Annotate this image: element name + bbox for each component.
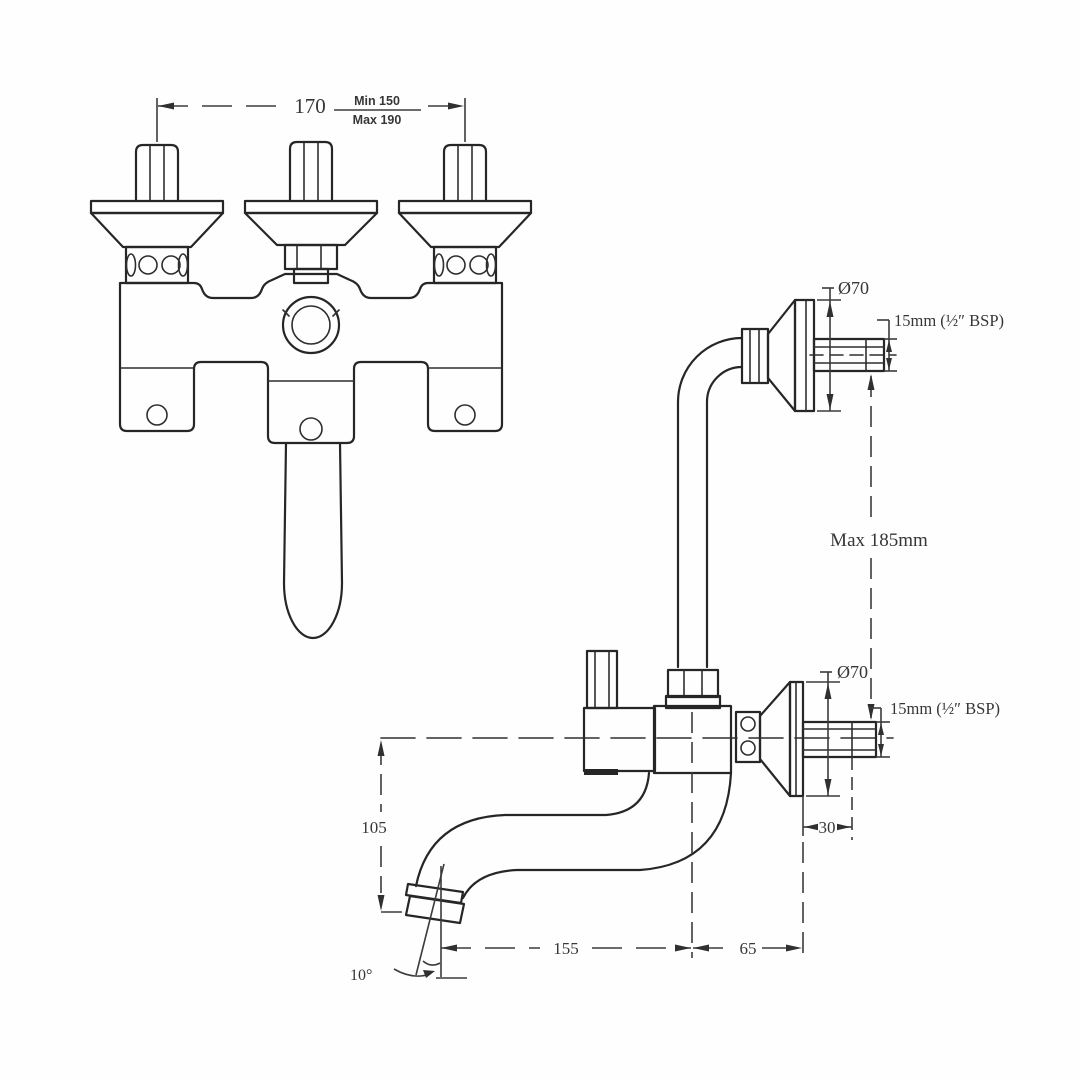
dim-handle-spacing-group: 170 Min 150 Max 190 xyxy=(156,94,466,142)
dim-top-flange-group: Ø70 xyxy=(817,278,869,412)
front-view: 170 Min 150 Max 190 xyxy=(89,94,533,640)
side-view xyxy=(380,298,897,925)
front-right-handle xyxy=(397,143,533,285)
bottom-inlet-flange xyxy=(758,680,878,798)
dim-wall-to-body: 65 xyxy=(740,939,757,958)
dim-handle-spacing: 170 xyxy=(294,94,326,118)
front-left-handle xyxy=(89,143,225,285)
dim-spout-drop-group: 105 xyxy=(361,740,402,913)
dimension-annotations: Ø70 15mm (½″ BSP) Max 185mm xyxy=(350,278,1004,984)
dim-spout-outlet-angle: 10° xyxy=(350,967,372,984)
top-inlet-flange xyxy=(740,298,897,413)
dim-handle-spacing-min: Min 150 xyxy=(354,94,400,108)
dim-spout-angle-group: 10° xyxy=(350,863,467,984)
dim-spout-reach: 155 xyxy=(553,939,579,958)
dim-handle-spacing-max: Max 190 xyxy=(353,113,402,127)
dim-top-flange-diameter: Ø70 xyxy=(838,278,869,298)
dim-top-inlet-connection: 15mm (½″ BSP) xyxy=(894,311,1004,330)
dim-spout-drop: 105 xyxy=(361,818,387,837)
spout xyxy=(404,771,733,925)
dim-top-inlet-group: 15mm (½″ BSP) xyxy=(877,311,1004,372)
front-center-handle xyxy=(243,140,379,285)
dim-wall-stub-length: 30 xyxy=(819,818,836,837)
riser-pipe xyxy=(676,336,744,669)
dim-bottom-inlet-connection: 15mm (½″ BSP) xyxy=(890,699,1000,718)
dim-spout-reach-group: 155 xyxy=(441,939,691,958)
dim-wall-to-body-group: 65 xyxy=(691,712,804,958)
dim-wall-stub-group: 30 xyxy=(802,757,853,840)
dim-bottom-inlet-group: 15mm (½″ BSP) xyxy=(869,699,1000,758)
dim-riser-max-height: Max 185mm xyxy=(830,530,928,551)
dim-bottom-flange-diameter: Ø70 xyxy=(837,662,868,682)
front-body xyxy=(118,272,504,640)
dim-bottom-flange-group: Ø70 xyxy=(806,662,868,797)
valve-body xyxy=(582,649,762,775)
